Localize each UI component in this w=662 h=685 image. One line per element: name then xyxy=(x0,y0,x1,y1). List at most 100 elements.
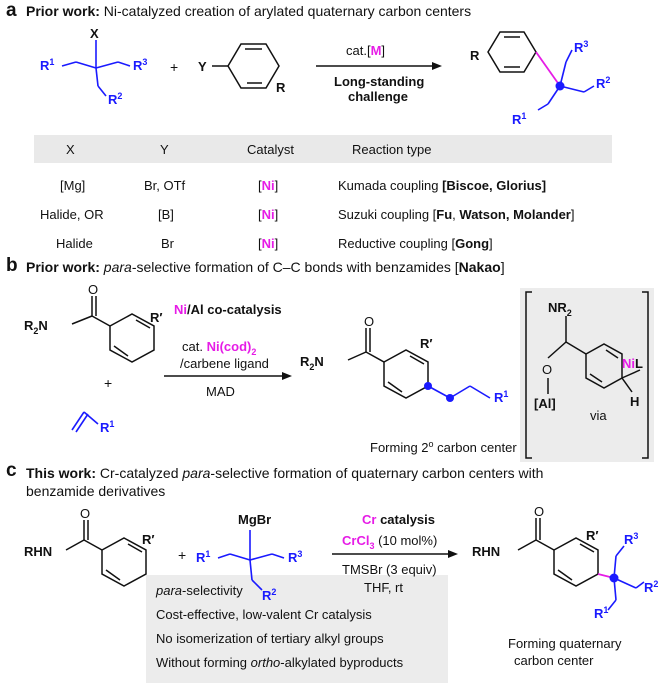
row2-reaction-type: Suzuki coupling [Fu, Watson, Molander] xyxy=(338,207,575,222)
b-catalyst: cat. Ni(cod)2 xyxy=(182,339,256,357)
panel-a-heading-bold: Prior work: xyxy=(26,3,100,19)
table-header-y: Y xyxy=(160,142,169,157)
product-label-r2: R2 xyxy=(596,75,610,91)
label-x: X xyxy=(90,26,99,41)
benzamide-b xyxy=(71,296,155,363)
c-label-o: O xyxy=(80,506,90,521)
b-product-o: O xyxy=(364,314,374,329)
c-label-r1: R1 xyxy=(196,549,210,565)
panel-letter-a: a xyxy=(6,0,17,21)
c-product-r1: R1 xyxy=(594,605,608,621)
label-r-product: R xyxy=(470,48,480,63)
row2-catalyst: [Ni] xyxy=(258,207,279,222)
product-label-r3: R3 xyxy=(574,39,588,55)
advantages-box xyxy=(146,575,448,683)
table-header-x: X xyxy=(66,142,75,157)
b-product-caption: Forming 2o carbon center xyxy=(370,439,517,455)
product-label-r1: R1 xyxy=(512,111,526,127)
advantage-item: Cost-effective, low-valent Cr catalysis xyxy=(156,607,372,622)
product-b xyxy=(347,328,429,399)
row1-x: [Mg] xyxy=(60,178,86,193)
tertiary-alkyl-reagent xyxy=(61,40,131,97)
b-ligand: /carbene ligand xyxy=(180,356,269,371)
b-label-o: O xyxy=(88,282,98,297)
c-label-rhn: RHN xyxy=(24,544,52,559)
c-crcl3: CrCl3 (10 mol%) xyxy=(342,533,437,551)
int-label-al: [Al] xyxy=(534,396,556,411)
row2-y: [B] xyxy=(158,207,174,222)
arrow-a-bottom-2: challenge xyxy=(348,89,408,104)
panel-c-heading-line2: benzamide derivatives xyxy=(26,483,166,499)
b-label-r2n: R2N xyxy=(24,318,48,336)
product-a-alkyl xyxy=(537,49,595,111)
c-product-caption-1: Forming quaternary xyxy=(508,636,622,651)
row1-catalyst: [Ni] xyxy=(258,178,279,193)
c-label-rprime: R′ xyxy=(142,532,155,547)
panel-b-scheme: O R2N R′ + R1 Ni/Al co-catalysis cat. Ni… xyxy=(24,282,654,462)
label-r1: R1 xyxy=(40,57,54,73)
c-product-o: O xyxy=(534,504,544,519)
row3-reaction-type: Reductive coupling [Gong] xyxy=(338,236,493,251)
label-r3: R3 xyxy=(133,57,147,73)
c-reagent-thf: THF, rt xyxy=(364,580,403,595)
panel-a-heading: Prior work: Ni-catalyzed creation of ary… xyxy=(26,3,471,19)
c-product-r3: R3 xyxy=(624,531,638,547)
b-label-r1: R1 xyxy=(100,419,114,435)
alkene-b xyxy=(71,411,99,433)
benzamide-c xyxy=(65,520,147,587)
b-label-rprime: R′ xyxy=(150,310,163,325)
b-product-rprime: R′ xyxy=(420,336,433,351)
c-product-caption-2: carbon center xyxy=(514,653,594,668)
grignard-reagent xyxy=(217,530,285,591)
c-product-rhn: RHN xyxy=(472,544,500,559)
table-header-row xyxy=(34,135,612,163)
aryl-y-reagent xyxy=(212,43,280,89)
row1-y: Br, OTf xyxy=(144,178,186,193)
c-label-r2: R2 xyxy=(262,587,276,603)
table-header-reaction-type: Reaction type xyxy=(352,142,432,157)
b-additive: MAD xyxy=(206,384,235,399)
label-y: Y xyxy=(198,59,207,74)
c-plus: + xyxy=(178,547,186,563)
int-label-h: H xyxy=(630,394,639,409)
table-header-catalyst: Catalyst xyxy=(247,142,294,157)
label-r2: R2 xyxy=(108,91,122,107)
advantage-item: No isomerization of tertiary alkyl group… xyxy=(156,631,384,646)
panel-letter-b: b xyxy=(6,255,18,276)
arrow-a-catalyst: cat.[M] xyxy=(346,43,385,58)
b-product-r1: R1 xyxy=(494,389,508,405)
c-label-mgbr: MgBr xyxy=(238,512,271,527)
c-product-rprime: R′ xyxy=(586,528,599,543)
intermediate-structure xyxy=(547,316,641,394)
row1-reaction-type: Kumada coupling [Biscoe, Glorius] xyxy=(338,178,547,193)
c-label-r3: R3 xyxy=(288,549,302,565)
advantage-item: para-selectivity xyxy=(156,583,243,598)
row3-catalyst: [Ni] xyxy=(258,236,279,251)
row2-x: Halide, OR xyxy=(40,207,104,222)
panel-c-heading: This work: Cr-catalyzed para-selective f… xyxy=(26,465,544,481)
advantage-item: Without forming ortho-alkylated byproduc… xyxy=(156,655,404,670)
row3-x: Halide xyxy=(56,236,93,251)
int-label-nr2: NR2 xyxy=(548,300,572,318)
b-cocatalysis: Ni/Al co-catalysis xyxy=(174,302,282,317)
panel-a-heading-text: Ni-catalyzed creation of arylated quater… xyxy=(99,3,472,19)
row3-y: Br xyxy=(161,236,174,251)
label-r-aryl: R xyxy=(276,80,286,95)
int-label-nil: NiL xyxy=(622,356,643,371)
panel-b-heading: Prior work: para-selective formation of … xyxy=(26,259,505,275)
product-a-aryl xyxy=(487,31,537,73)
b-plus: + xyxy=(104,375,112,391)
b-product-r2n: R2N xyxy=(300,354,324,372)
int-label-o: O xyxy=(542,362,552,377)
c-catalysis: Cr catalysis xyxy=(362,512,435,527)
c-reagent-tmsbr: TMSBr (3 equiv) xyxy=(342,562,437,577)
arrow-a-bottom-1: Long-standing xyxy=(334,74,424,89)
panel-c-scheme: O RHN R′ + MgBr R1 R3 R2 Cr catalysis Cr… xyxy=(24,504,658,668)
intermediate-box xyxy=(520,288,654,462)
intermediate-brackets xyxy=(525,291,649,459)
c-product-r2: R2 xyxy=(644,579,658,595)
panel-a-scheme: X R1 R3 R2 + Y R cat.[M] Long-standing c… xyxy=(40,26,610,127)
plus-sign: + xyxy=(170,59,178,75)
panel-letter-c: c xyxy=(6,460,17,481)
int-label-via: via xyxy=(590,408,607,423)
